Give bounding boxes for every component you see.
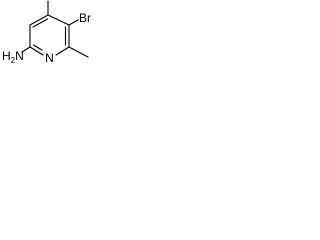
bond-c5-c6: [29, 14, 49, 26]
bond-c4-br: [68, 19, 79, 26]
ring-nitrogen-label: N: [45, 51, 54, 65]
bond-n-ring-c2: [55, 46, 70, 56]
bond-c1-nh2: [21, 46, 31, 53]
amine-h-subscript: 2: [11, 56, 16, 65]
double-bond-c5-c6-inner: [32, 18, 49, 28]
bond-c1-n-ring: [29, 46, 44, 56]
bond-c3-methyl: [68, 46, 89, 58]
amine-n-label: N: [15, 49, 24, 63]
amine-h-label: H: [2, 49, 11, 63]
double-bond-c1-n-inner: [32, 44, 43, 51]
chemical-structure-canvas: N Br H2N: [0, 0, 100, 72]
amine-label: H2N: [2, 49, 24, 65]
bromine-label: Br: [79, 11, 91, 25]
molecule-drawing: N Br H2N: [2, 0, 91, 65]
bond-c4-c5: [47, 14, 70, 26]
